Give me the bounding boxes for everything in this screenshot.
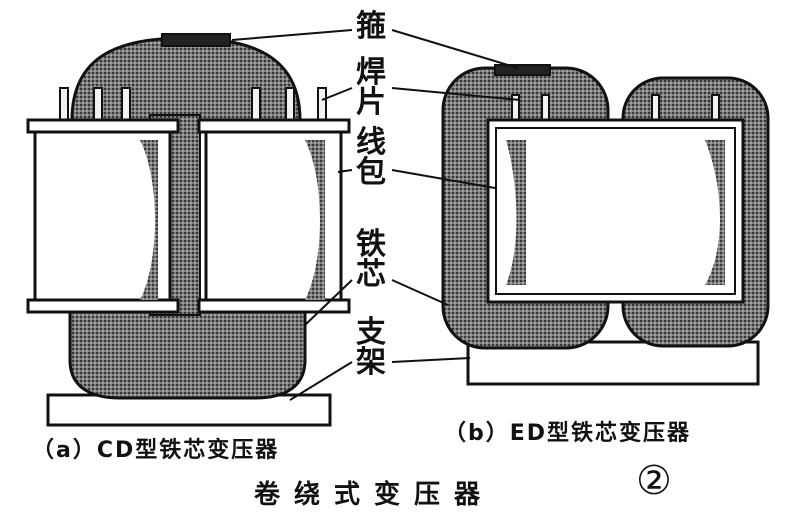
label-weld-1: 焊 — [356, 55, 386, 90]
label-hoop: 箍 — [356, 9, 386, 44]
caption-ed-transformer: （b）ED型铁芯变压器 — [444, 421, 692, 446]
figure-title: 卷绕式变压器 — [254, 480, 495, 510]
label-bracket-1: 支 — [356, 315, 386, 350]
label-weld-2: 片 — [356, 85, 386, 120]
figure-number: ② — [636, 458, 672, 504]
cd-core-upper — [70, 36, 302, 122]
cd-bracket — [46, 393, 332, 427]
cd-coil-left — [26, 118, 180, 314]
label-coil-2: 包 — [356, 155, 386, 190]
leader-lines — [231, 29, 521, 401]
label-core-2: 芯 — [356, 257, 386, 292]
cd-hoop — [161, 33, 231, 47]
label-coil-1: 线 — [356, 125, 386, 160]
ed-coil — [486, 118, 745, 304]
label-bracket-2: 架 — [356, 345, 386, 380]
ed-transformer — [441, 64, 770, 386]
cd-core-lower — [68, 308, 307, 400]
caption-cd-transformer: （a）CD型铁芯变压器 — [32, 438, 280, 463]
cd-coil-right — [197, 118, 351, 314]
label-core-1: 铁 — [356, 227, 386, 262]
cd-transformer — [26, 33, 351, 427]
ed-hoop — [494, 64, 551, 76]
